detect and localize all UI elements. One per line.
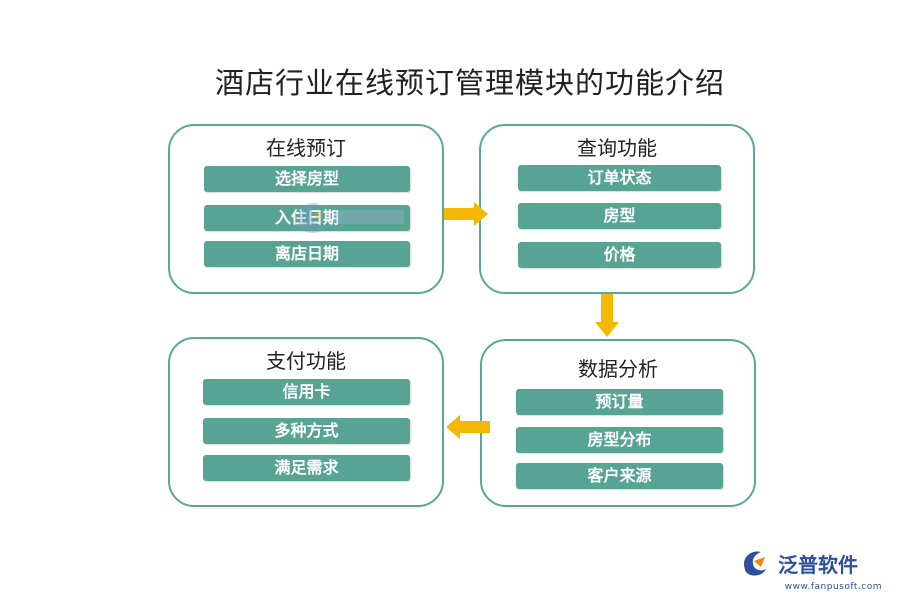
item-bar: 信用卡	[203, 379, 410, 405]
item-bar: 客户来源	[516, 463, 723, 489]
item-bar: 订单状态	[518, 165, 721, 191]
item-bar: 房型分布	[516, 427, 723, 453]
item-bar: 房型	[518, 203, 721, 229]
item-bar: 预订量	[516, 389, 723, 415]
brand-logo: 泛普软件	[740, 548, 890, 578]
watermark-logo-icon	[298, 202, 404, 233]
panel-payment: 支付功能 信用卡 多种方式 满足需求	[168, 337, 444, 507]
arrow-right-icon	[444, 202, 488, 226]
brand-mark-icon	[744, 551, 766, 576]
item-bar: 价格	[518, 242, 721, 268]
diagram-title: 酒店行业在线预订管理模块的功能介绍	[214, 66, 725, 100]
arrow-left-icon	[446, 415, 490, 439]
panel-data-analysis: 数据分析 预订量 房型分布 客户来源	[480, 339, 756, 507]
panel-query: 查询功能 订单状态 房型 价格	[479, 124, 755, 294]
item-bar: 离店日期	[204, 241, 410, 267]
item-bar: 入住日期	[204, 205, 410, 231]
panel-online-booking: 在线预订 选择房型 入住日期 离店日期	[168, 124, 444, 294]
item-bar: 选择房型	[204, 166, 410, 192]
panel-title: 支付功能	[266, 349, 346, 373]
panel-title: 查询功能	[577, 136, 657, 160]
panel-title: 在线预订	[266, 136, 346, 160]
brand-name: 泛普软件	[778, 553, 858, 577]
item-bar: 满足需求	[203, 455, 410, 481]
arrow-down-icon	[595, 294, 619, 337]
item-bar: 多种方式	[203, 418, 410, 444]
brand-url: www.fanpusoft.com	[784, 582, 882, 592]
panel-title: 数据分析	[578, 357, 658, 381]
